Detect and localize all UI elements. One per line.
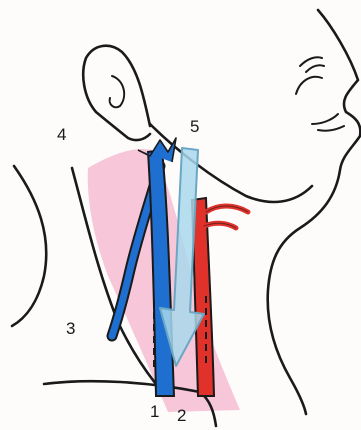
- back-outline: [12, 166, 46, 326]
- label-2: 2: [177, 406, 186, 425]
- eye: [300, 57, 324, 72]
- face-profile: [268, 10, 361, 414]
- ear-inner: [110, 76, 125, 107]
- label-1: 1: [150, 402, 159, 421]
- brow: [296, 77, 322, 94]
- ear: [83, 46, 150, 140]
- mouth: [312, 114, 344, 131]
- label-3: 3: [66, 319, 75, 338]
- label-5: 5: [190, 117, 199, 136]
- jaw-outline: [150, 124, 312, 202]
- label-4: 4: [57, 125, 66, 144]
